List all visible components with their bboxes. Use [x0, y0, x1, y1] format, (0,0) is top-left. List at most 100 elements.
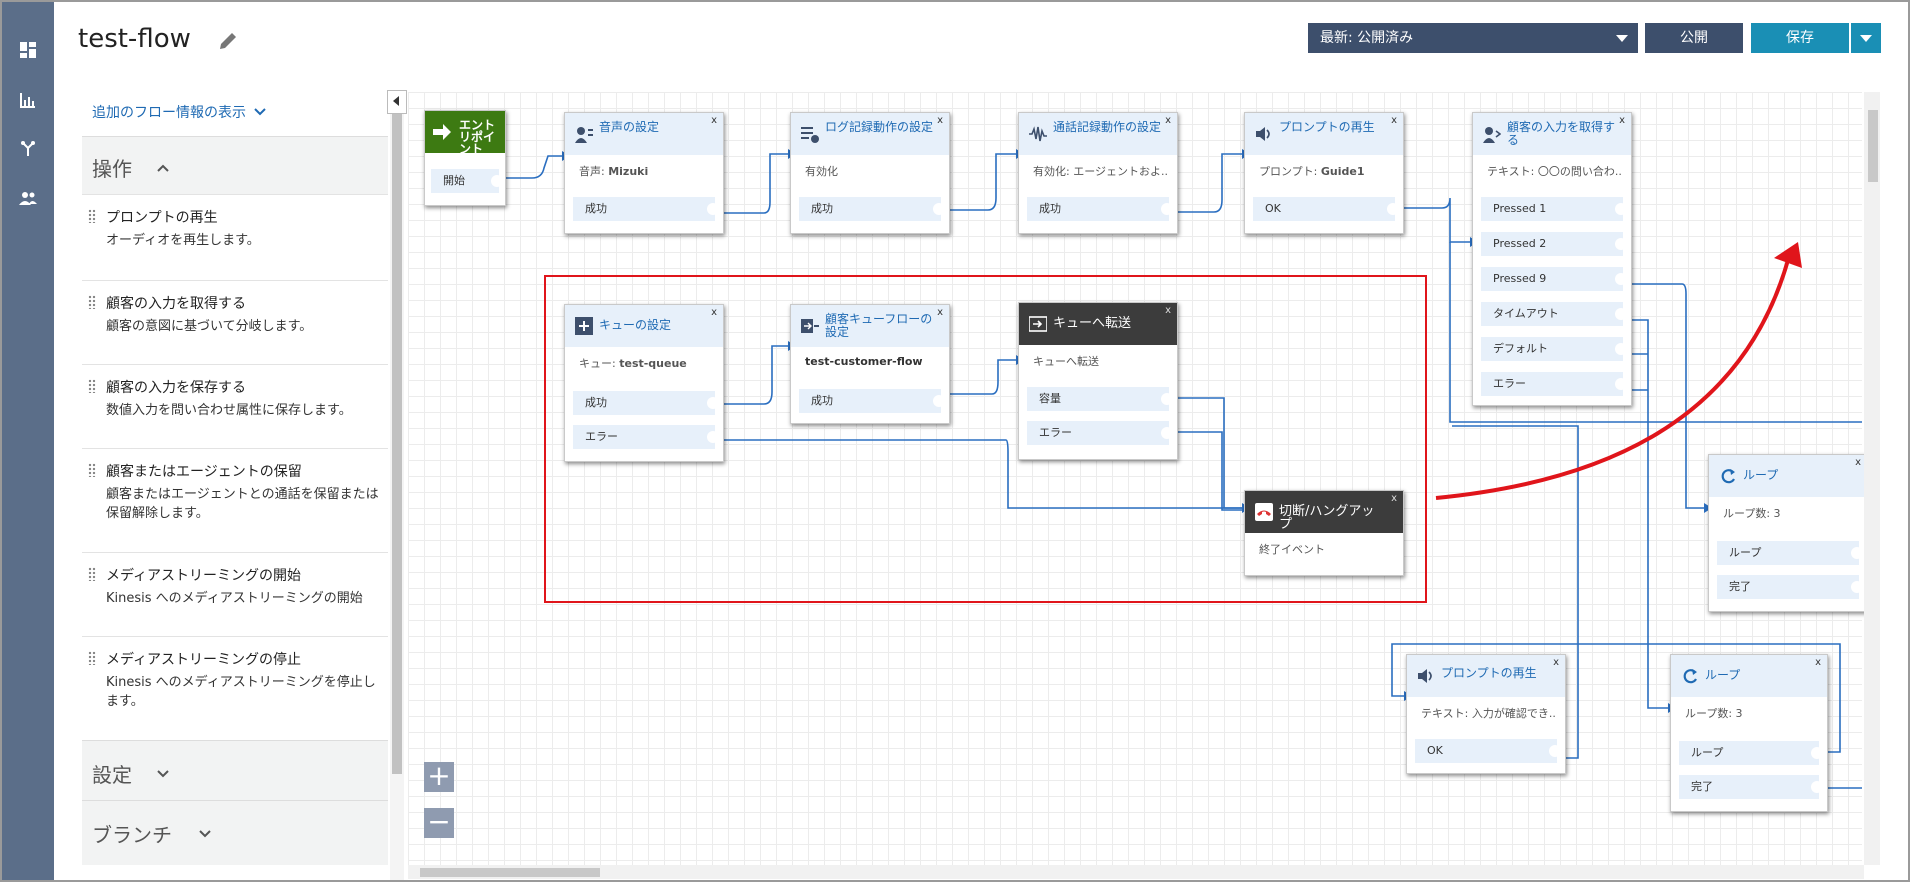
chevron-down-icon [199, 830, 211, 838]
close-icon[interactable]: x [1391, 493, 1397, 504]
zoom-in-button[interactable]: + [424, 762, 454, 792]
close-icon[interactable]: x [1619, 115, 1625, 126]
close-icon[interactable]: x [1815, 657, 1821, 668]
port-loop[interactable]: ループ [1679, 741, 1823, 765]
close-icon[interactable]: x [711, 307, 717, 318]
metrics-icon[interactable] [16, 88, 40, 112]
port-pressed-1[interactable]: Pressed 1 [1481, 197, 1627, 221]
node-sub: 終了イベント [1259, 543, 1325, 556]
port-success[interactable]: 成功 [573, 391, 719, 415]
section-settings[interactable]: 設定 [82, 740, 388, 801]
chevron-down-icon [157, 770, 169, 778]
action-item-title: メディアストリーミングの開始 [106, 568, 302, 584]
close-icon[interactable]: x [1855, 457, 1861, 468]
port-ok[interactable]: OK [1415, 739, 1561, 763]
port-success[interactable]: 成功 [799, 389, 945, 413]
close-icon[interactable]: x [937, 115, 943, 126]
port-pressed-2[interactable]: Pressed 2 [1481, 232, 1627, 256]
node-set-queue[interactable]: キューの設定 x キュー: test-queue 成功 エラー [564, 304, 724, 462]
port-error[interactable]: エラー [1481, 372, 1627, 396]
drag-handle-icon[interactable] [88, 463, 96, 477]
section-settings-title: 設定 [92, 763, 132, 787]
canvas-horizontal-scrollbar-thumb[interactable] [420, 868, 600, 877]
node-sub-label: キュー: [579, 357, 616, 370]
node-sub-label: 音声: [579, 165, 605, 178]
action-item-desc: 顧客の意図に基づいて分岐します。 [106, 319, 313, 334]
node-sub-value: Guide1 [1320, 165, 1365, 178]
section-actions[interactable]: 操作 [82, 136, 388, 195]
port-default[interactable]: デフォルト [1481, 337, 1627, 361]
port-pressed-9[interactable]: Pressed 9 [1481, 267, 1627, 291]
node-sub-value: test-queue [619, 357, 687, 370]
close-icon[interactable]: x [1165, 115, 1171, 126]
action-item-get-input[interactable]: 顧客の入力を取得する 顧客の意図に基づいて分岐します。 [82, 280, 388, 365]
port-success[interactable]: 成功 [573, 197, 719, 221]
node-title: 音声の設定 [599, 120, 660, 134]
drag-handle-icon[interactable] [88, 651, 96, 665]
close-icon[interactable]: x [1165, 305, 1171, 316]
node-recording[interactable]: 通話記録動作の設定 x 有効化: エージェントおよ... 成功 [1018, 112, 1178, 234]
port-complete[interactable]: 完了 [1679, 775, 1823, 799]
node-sub-value: Mizuki [608, 165, 649, 178]
node-get-customer-input[interactable]: 顧客の入力を取得する x テキスト: 〇〇の問い合わ... Pressed 1 … [1472, 112, 1632, 406]
drag-handle-icon[interactable] [88, 379, 96, 393]
loop-icon [1683, 669, 1697, 684]
collapse-panel-button[interactable] [387, 90, 407, 114]
queue-add-icon [575, 317, 593, 335]
port-loop[interactable]: ループ [1717, 541, 1863, 565]
node-loop-1[interactable]: ループ x ループ数: 3 ループ 完了 [1708, 454, 1868, 612]
node-set-voice[interactable]: 音声の設定 x 音声: Mizuki 成功 [564, 112, 724, 234]
users-icon[interactable] [16, 186, 40, 210]
chevron-up-icon [157, 164, 169, 172]
node-title: 顧客の入力を取得する [1507, 120, 1616, 147]
close-icon[interactable]: x [711, 115, 717, 126]
publish-button[interactable]: 公開 [1645, 23, 1743, 53]
routing-icon[interactable] [16, 136, 40, 160]
canvas-vertical-scrollbar-thumb[interactable] [1868, 110, 1878, 182]
port-complete[interactable]: 完了 [1717, 575, 1863, 599]
version-select[interactable]: 最新: 公開済み [1308, 23, 1638, 53]
close-icon[interactable]: x [1391, 115, 1397, 126]
port-capacity[interactable]: 容量 [1027, 387, 1173, 411]
close-icon[interactable]: x [937, 307, 943, 318]
section-branch[interactable]: ブランチ [82, 800, 388, 865]
close-icon[interactable]: x [1553, 657, 1559, 668]
canvas-horizontal-scrollbar[interactable] [408, 865, 1864, 879]
port-start[interactable]: 開始 [431, 169, 503, 193]
customer-input-icon [1483, 127, 1501, 143]
section-branch-title: ブランチ [92, 823, 172, 847]
action-item-hold[interactable]: 顧客またはエージェントの保留 顧客またはエージェントとの通話を保留または保留解除… [82, 448, 388, 553]
save-options-button[interactable] [1851, 23, 1881, 53]
dashboard-icon[interactable] [16, 38, 40, 62]
action-item-title: 顧客の入力を保存する [106, 380, 246, 396]
more-flow-info-link[interactable]: 追加のフロー情報の表示 [92, 102, 267, 122]
edit-pencil-icon[interactable] [217, 30, 243, 56]
canvas-vertical-scrollbar[interactable] [1864, 92, 1880, 865]
port-success[interactable]: 成功 [1027, 197, 1173, 221]
port-timeout[interactable]: タイムアウト [1481, 302, 1627, 326]
flow-icon [801, 319, 819, 333]
drag-handle-icon[interactable] [88, 567, 96, 581]
port-success[interactable]: 成功 [799, 197, 945, 221]
action-item-start-streaming[interactable]: メディアストリーミングの開始 Kinesis へのメディアストリーミングの開始 [82, 552, 388, 637]
node-play-prompt-2[interactable]: プロンプトの再生 x テキスト: 入力が確認でき... OK [1406, 654, 1566, 774]
action-item-play-prompt[interactable]: プロンプトの再生 オーディオを再生します。 [82, 194, 388, 281]
node-logging[interactable]: ログ記録動作の設定 x 有効化 成功 [790, 112, 950, 234]
action-item-stop-streaming[interactable]: メディアストリーミングの停止 Kinesis へのメディアストリーミングを停止し… [82, 636, 388, 741]
save-button[interactable]: 保存 [1751, 23, 1849, 53]
node-entry-point[interactable]: エントリポイント 開始 [424, 110, 506, 206]
node-transfer-to-queue[interactable]: キューへ転送 x キューへ転送 容量 エラー [1018, 302, 1178, 460]
port-error[interactable]: エラー [1027, 421, 1173, 445]
port-ok[interactable]: OK [1253, 197, 1399, 221]
drag-handle-icon[interactable] [88, 209, 96, 223]
action-item-store-input[interactable]: 顧客の入力を保存する 数値入力を問い合わせ属性に保存します。 [82, 364, 388, 449]
zoom-out-button[interactable]: − [424, 808, 454, 838]
node-play-prompt[interactable]: プロンプトの再生 x プロンプト: Guide1 OK [1244, 112, 1404, 234]
node-loop-2[interactable]: ループ x ループ数: 3 ループ 完了 [1670, 654, 1828, 812]
node-disconnect[interactable]: 切断/ハングアップ x 終了イベント [1244, 490, 1404, 576]
port-error[interactable]: エラー [573, 425, 719, 449]
panel-scrollbar-thumb[interactable] [392, 114, 402, 774]
drag-handle-icon[interactable] [88, 295, 96, 309]
node-set-customer-queue-flow[interactable]: 顧客キューフローの設定 x test-customer-flow 成功 [790, 304, 950, 424]
